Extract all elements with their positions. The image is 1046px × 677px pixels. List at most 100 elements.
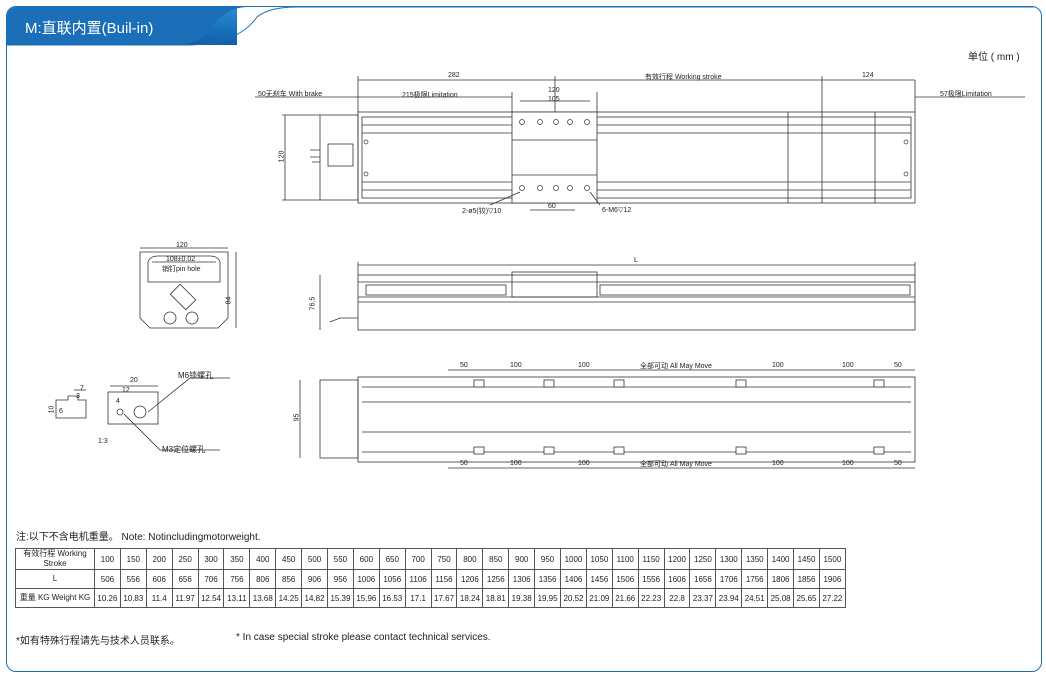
table-cell: 16.53 bbox=[378, 588, 406, 608]
dim-108: 108±0.02 bbox=[166, 256, 196, 263]
label-move-bottom: 全部可动 All May Move bbox=[640, 461, 712, 468]
weight-note: 注:以下不含电机重量。 Note: Notincludingmotorweigh… bbox=[16, 532, 261, 543]
page-title: M:直联内置(Buil-in) bbox=[25, 20, 154, 37]
dim-bv-100g: 100 bbox=[772, 460, 784, 467]
label-m3: M3定位螺孔 bbox=[162, 445, 206, 454]
table-cell: 1500 bbox=[818, 548, 846, 570]
dim-limit-57: 57极限Limitation bbox=[940, 91, 992, 98]
table-cell: 1456 bbox=[585, 569, 613, 589]
table-cell: 1300 bbox=[715, 548, 743, 570]
dim-L: L bbox=[634, 257, 638, 264]
table-cell: 1756 bbox=[741, 569, 769, 589]
table-cell: 14.82 bbox=[301, 588, 329, 608]
table-cell: 22.23 bbox=[637, 588, 665, 608]
table-cell: 706 bbox=[197, 569, 225, 589]
footer-note-cn: *如有特殊行程请先与技术人员联系。 bbox=[16, 636, 180, 647]
table-cell: 1706 bbox=[715, 569, 743, 589]
table-cell: 1056 bbox=[378, 569, 406, 589]
side-view bbox=[319, 262, 916, 331]
dim-working-stroke: 有效行程 Working stroke bbox=[645, 74, 722, 81]
table-cell: 1350 bbox=[741, 548, 769, 570]
table-cell: 20.52 bbox=[560, 588, 587, 608]
dim-95: 95 bbox=[293, 413, 301, 422]
table-cell: 400 bbox=[249, 548, 277, 570]
table-cell: 656 bbox=[171, 569, 199, 589]
dim-end-120: 120 bbox=[176, 242, 188, 249]
table-cell: 13.68 bbox=[249, 588, 277, 608]
table-cell: 1006 bbox=[352, 569, 380, 589]
table-cell: 17.1 bbox=[404, 588, 432, 608]
table-cell: 27.22 bbox=[818, 588, 846, 608]
dim-60: 60 bbox=[548, 203, 556, 210]
dim-bv-50c: 50 bbox=[460, 460, 468, 467]
dim-6: 6 bbox=[59, 408, 63, 415]
table-cell: 650 bbox=[378, 548, 406, 570]
dim-120-height: 120 bbox=[278, 150, 286, 163]
table-cell: 13.11 bbox=[223, 588, 251, 608]
dim-bv-100e: 100 bbox=[510, 460, 522, 467]
table-cell: 700 bbox=[404, 548, 432, 570]
table-cell: 1150 bbox=[637, 548, 665, 570]
dim-20: 20 bbox=[130, 377, 138, 384]
table-cell: 1050 bbox=[585, 548, 613, 570]
table-cell: 23.94 bbox=[715, 588, 743, 608]
end-view bbox=[139, 247, 237, 329]
table-cell: 25.08 bbox=[767, 588, 795, 608]
table-cell: 100 bbox=[94, 548, 121, 570]
table-cell: 1806 bbox=[767, 569, 795, 589]
dim-3: 3 bbox=[76, 393, 80, 400]
bottom-view bbox=[299, 369, 916, 469]
label-pin-hole: 销钉pin hole bbox=[162, 266, 201, 273]
table-cell: 17.67 bbox=[430, 588, 458, 608]
dim-brake: 50无刹车 With brake bbox=[258, 91, 323, 98]
table-cell: 800 bbox=[456, 548, 484, 570]
table-cell: 756 bbox=[223, 569, 251, 589]
table-cell: 15.96 bbox=[352, 588, 380, 608]
table-cell: 600 bbox=[352, 548, 380, 570]
table-cell: 900 bbox=[508, 548, 536, 570]
dim-bv-50a: 50 bbox=[460, 362, 468, 369]
label-move-top: 全部可动 All May Move bbox=[640, 363, 712, 370]
table-cell: 21.09 bbox=[585, 588, 613, 608]
dim-105: 105 bbox=[548, 96, 560, 103]
table-cell: 23.37 bbox=[689, 588, 717, 608]
table-cell: 950 bbox=[534, 548, 562, 570]
table-cell: 24.51 bbox=[741, 588, 769, 608]
table-cell: 1856 bbox=[793, 569, 820, 589]
table-cell: 22.8 bbox=[663, 588, 691, 608]
table-cell: 1906 bbox=[818, 569, 846, 589]
dim-bv-100c: 100 bbox=[772, 362, 784, 369]
table-cell: 250 bbox=[171, 548, 199, 570]
table-cell: 1100 bbox=[611, 548, 639, 570]
dim-holes-right: 6-M6▽12 bbox=[602, 207, 632, 214]
table-cell: 21.66 bbox=[611, 588, 639, 608]
table-cell: 906 bbox=[301, 569, 329, 589]
table-cell: 750 bbox=[430, 548, 458, 570]
table-cell: 1356 bbox=[534, 569, 562, 589]
unit-label: 单位 ( mm ) bbox=[968, 52, 1020, 63]
footer-note-en: * In case special stroke please contact … bbox=[236, 632, 491, 643]
table-cell: 1250 bbox=[689, 548, 717, 570]
table-cell: 11.97 bbox=[171, 588, 199, 608]
label-m6: M6锁螺孔 bbox=[178, 371, 214, 380]
bottom-slots bbox=[473, 379, 885, 455]
table-cell: 18.81 bbox=[482, 588, 510, 608]
table-cell: 18.24 bbox=[456, 588, 484, 608]
table-cell: 1400 bbox=[767, 548, 795, 570]
table-cell: 956 bbox=[327, 569, 354, 589]
table-cell: 12.54 bbox=[197, 588, 225, 608]
header-curve bbox=[7, 7, 1041, 46]
table-cell: 850 bbox=[482, 548, 510, 570]
table-cell: 19.95 bbox=[534, 588, 562, 608]
table-cell: 1000 bbox=[560, 548, 587, 570]
table-cell: 1606 bbox=[663, 569, 691, 589]
dim-120-top: 120 bbox=[548, 87, 560, 94]
table-cell: 606 bbox=[145, 569, 173, 589]
table-cell: 1406 bbox=[560, 569, 587, 589]
table-cell: 1556 bbox=[637, 569, 665, 589]
dim-bv-100d: 100 bbox=[842, 362, 854, 369]
